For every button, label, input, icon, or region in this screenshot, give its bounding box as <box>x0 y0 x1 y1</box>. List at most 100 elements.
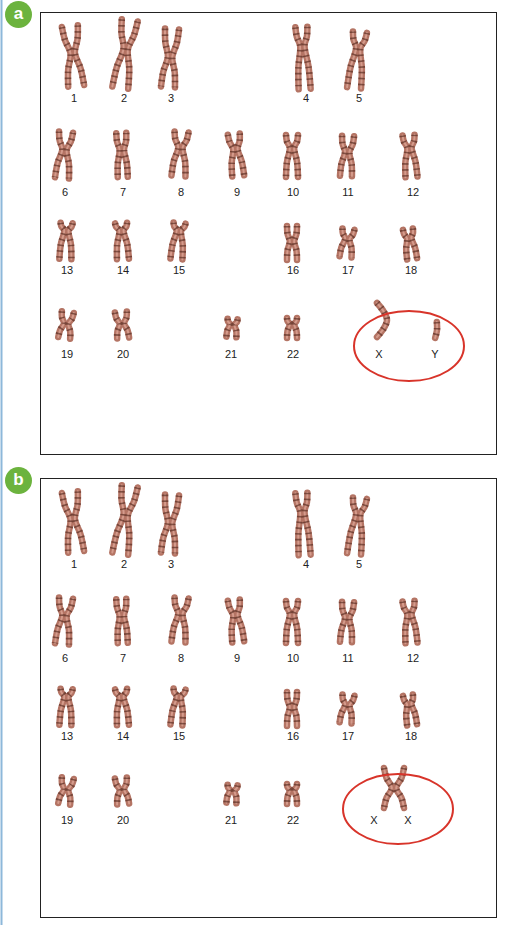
chromosome <box>403 601 418 644</box>
karyotype-panel: XXb12345678910111213141516171819202122 <box>40 478 497 918</box>
chromosome-number: 14 <box>116 730 130 743</box>
chromosome-number: 17 <box>341 264 355 277</box>
chromosome-band <box>123 778 129 804</box>
chromatid <box>347 497 358 553</box>
chromosome <box>340 694 355 723</box>
chromosome <box>161 29 179 88</box>
chromatid-sheen <box>286 135 290 177</box>
chromatid-sheen <box>304 493 311 555</box>
chromosome-label: Y <box>430 348 439 361</box>
chromatid <box>161 495 170 553</box>
chromosome <box>228 133 244 176</box>
chromosome-band <box>348 695 355 723</box>
chromosome-band <box>123 689 129 725</box>
chromatid-sheen <box>287 318 290 338</box>
chromosome-number: 11 <box>341 652 354 665</box>
chromatid-sheen <box>59 689 64 725</box>
chromosome-label: X <box>374 348 383 361</box>
chromosome-number: 5 <box>355 92 363 105</box>
chromosome <box>347 497 367 554</box>
chromatid <box>228 134 236 176</box>
chromatid <box>403 229 410 259</box>
panel-letter: a <box>5 1 32 28</box>
chromosome-number: 16 <box>286 264 300 277</box>
chromosome-band <box>234 319 238 337</box>
chromosome <box>287 692 297 726</box>
chromatid <box>304 493 311 555</box>
chromosome-band <box>116 599 120 643</box>
chromatid-sheen <box>67 223 72 259</box>
chromatid <box>171 598 179 642</box>
chromatid <box>287 318 290 338</box>
chromosome <box>228 599 244 642</box>
chromosome <box>59 223 72 259</box>
chromatid <box>377 303 387 337</box>
chromatid <box>403 135 410 177</box>
chromosome-band <box>55 597 64 643</box>
chromosome-band <box>410 694 417 724</box>
chromosome-number: 20 <box>116 814 130 827</box>
chromatid-sheen <box>171 598 179 642</box>
chromatid <box>304 27 311 89</box>
chromatid-sheen <box>403 229 410 259</box>
chromatid-sheen <box>170 689 177 725</box>
chromatid-sheen <box>228 134 236 176</box>
chromatid-sheen <box>340 694 347 722</box>
chromatid <box>226 785 230 803</box>
chromatid-sheen <box>435 322 438 338</box>
chromatid-sheen <box>170 29 179 87</box>
chromatid <box>287 226 290 260</box>
chromosome <box>340 602 354 643</box>
chromosome-number: 9 <box>233 652 241 665</box>
chromosome-band <box>340 602 346 642</box>
chromatid-sheen <box>123 778 129 804</box>
chromatid-sheen <box>234 319 238 337</box>
chromatid <box>295 493 302 555</box>
chromatid <box>286 135 290 177</box>
chromosome-number: 17 <box>341 730 355 743</box>
chromatid <box>356 498 367 554</box>
chromosome <box>295 493 310 556</box>
chromatid <box>294 784 297 804</box>
chromatid-sheen <box>64 598 73 644</box>
chromosomes <box>55 19 438 808</box>
chromatid <box>179 223 186 259</box>
chromosome-band <box>294 135 298 177</box>
chromatid-sheen <box>123 223 129 259</box>
chromatid-sheen <box>236 133 244 175</box>
chromosome <box>226 785 237 804</box>
chromatid <box>347 31 358 87</box>
chromosome-band <box>170 495 179 553</box>
chromatid-sheen <box>62 26 74 86</box>
chromatid <box>161 29 170 87</box>
chromatid <box>66 312 73 338</box>
chromatid-sheen <box>403 695 410 725</box>
chromosome <box>115 223 129 260</box>
chromosome-band <box>403 229 410 259</box>
chromatid <box>286 601 290 643</box>
chromatid-sheen <box>295 27 302 89</box>
chromatid <box>122 487 137 555</box>
chromatid-sheen <box>347 497 358 553</box>
chromatid-sheen <box>170 223 177 259</box>
chromatid-sheen <box>171 132 179 176</box>
chromosome-label: X <box>403 814 412 827</box>
chromatid <box>115 778 121 804</box>
chromosome-band <box>294 318 297 338</box>
chromosome <box>287 784 297 804</box>
chromosome-band <box>161 495 170 553</box>
chromatid <box>403 601 410 643</box>
chromatid-sheen <box>122 487 137 555</box>
chromosome <box>170 223 185 260</box>
chromosome-band <box>228 134 236 176</box>
chromatid <box>410 228 417 258</box>
chromatid <box>226 319 230 337</box>
chromosome-number: 8 <box>177 652 185 665</box>
chromosome-band <box>234 785 238 803</box>
chromatid <box>116 599 120 643</box>
chromatid-sheen <box>348 602 354 642</box>
chromosome-band <box>286 135 290 177</box>
chromatid-sheen <box>294 318 297 338</box>
chromatid-sheen <box>348 695 355 723</box>
ring-outline <box>342 773 454 845</box>
